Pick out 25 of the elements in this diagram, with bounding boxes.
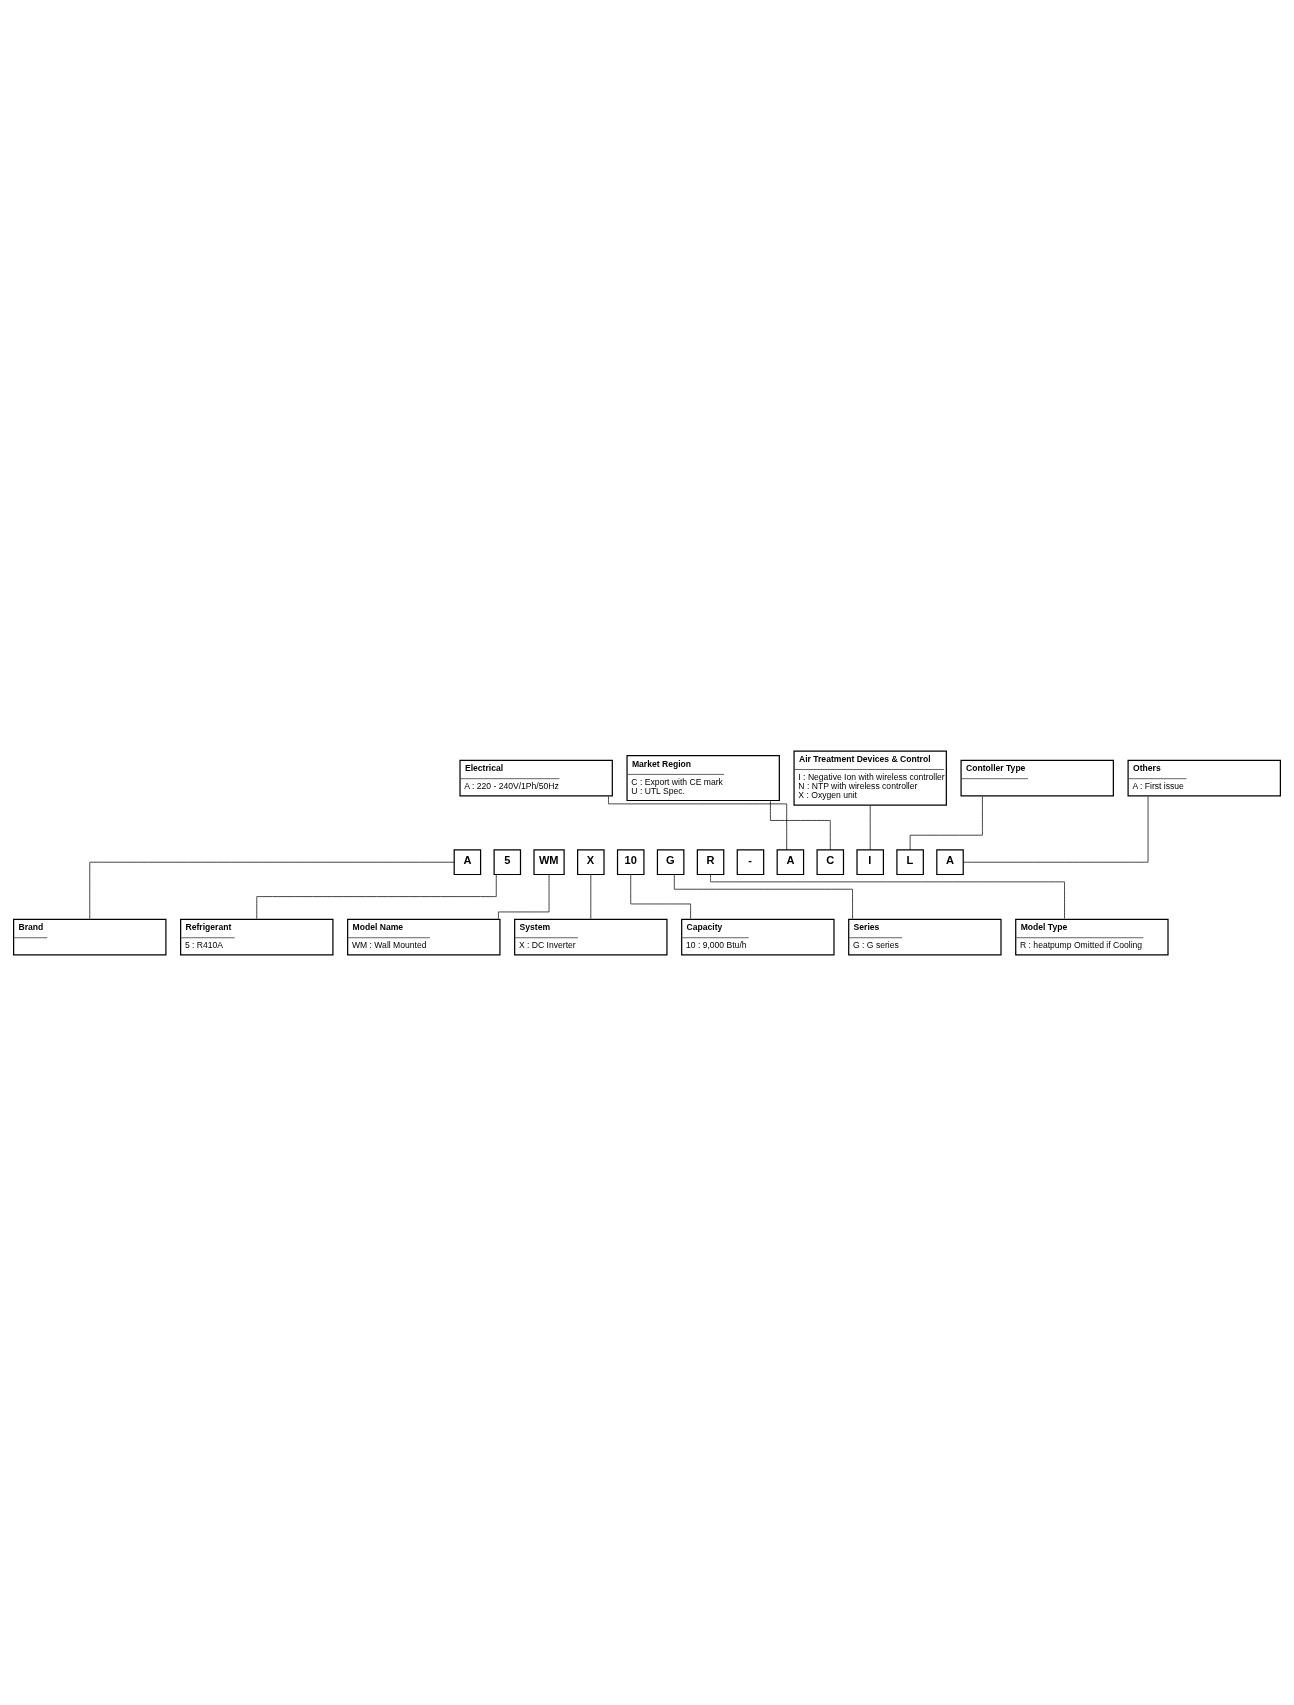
connector [962,795,1149,863]
connector [630,873,691,919]
node-box: 5 [493,848,522,875]
connector [608,795,788,850]
node-box: G [656,848,685,875]
node-box: I [856,848,884,875]
node-box: A [453,848,482,875]
node-box: C [816,848,845,875]
node-box: A [776,848,805,875]
node-box: 10 [616,848,645,875]
connector [89,861,455,919]
connector [256,873,497,919]
connector [673,873,853,919]
connector [770,800,831,850]
node-box: L [896,848,924,875]
node-box: WM [533,848,565,875]
connector [909,795,983,850]
node-box: - [736,848,765,875]
node-box: R [696,848,725,875]
node-box: X [577,848,605,875]
connector [590,873,592,919]
connector [869,805,871,850]
connector [498,873,550,919]
node-box: A [936,848,964,875]
connector [710,873,1065,919]
